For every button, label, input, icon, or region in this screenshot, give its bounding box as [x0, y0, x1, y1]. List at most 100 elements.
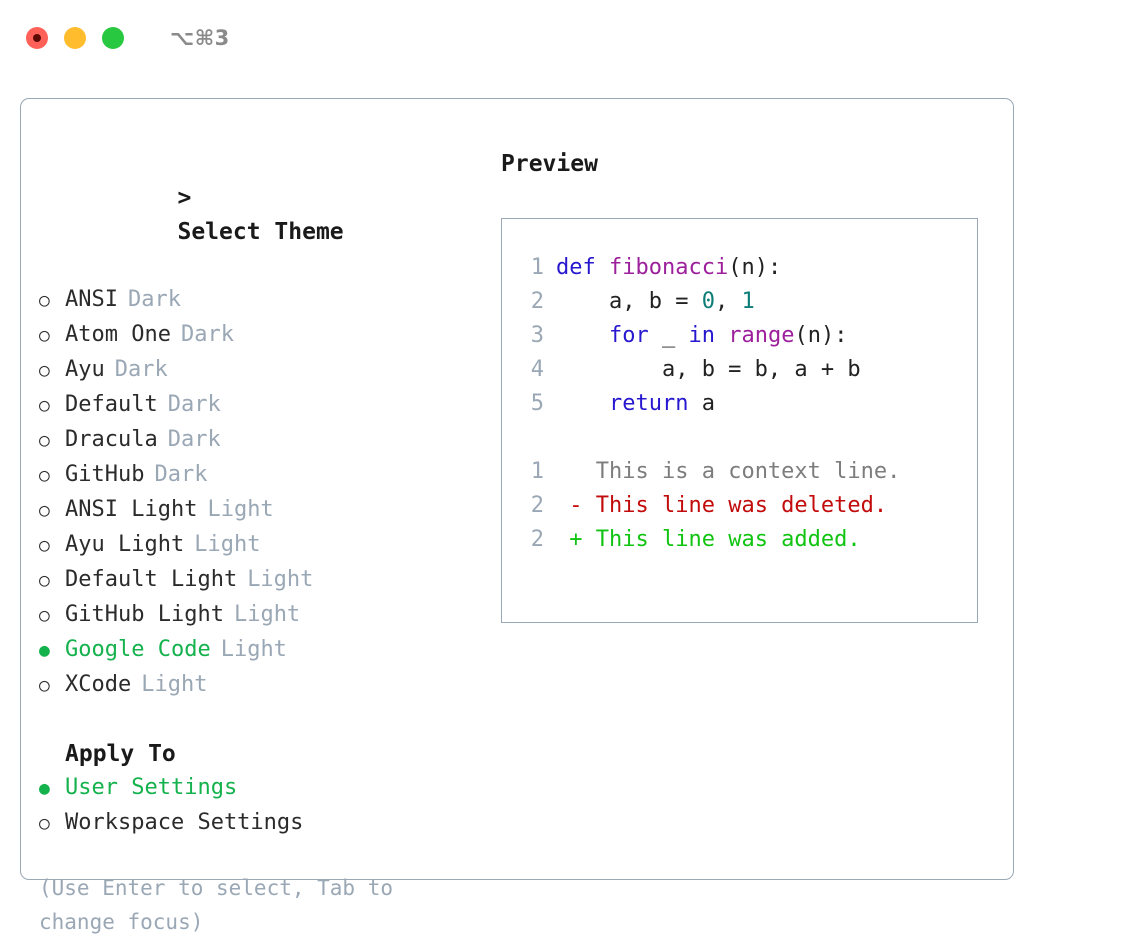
code-line-number: 2 — [530, 289, 544, 314]
diff-line-number: 2 — [530, 527, 544, 552]
title-bar: ⌥⌘3 — [0, 0, 1140, 76]
code-line: 3 for _ in range(n): — [514, 319, 977, 353]
code-token-num: 0 — [701, 289, 715, 314]
code-token-kw: for — [608, 323, 649, 348]
code-token-kw: def — [556, 255, 609, 280]
code-line-content: a, b = 0, 1 — [556, 285, 755, 319]
code-line: 5 return a — [514, 387, 977, 421]
code-line-content: a, b = b, a + b — [556, 353, 861, 387]
theme-option-label: Dracula — [65, 427, 158, 452]
theme-option-category: Light — [220, 637, 287, 662]
theme-option-category: Light — [141, 672, 208, 697]
theme-option-category: Dark — [127, 287, 181, 312]
diff-marker — [556, 455, 596, 489]
apply-option-workspace-settings[interactable]: ○ Workspace Settings — [39, 806, 499, 841]
diff-marker: - — [556, 493, 596, 518]
theme-option-default-light[interactable]: ○ Default Light Light — [39, 563, 499, 598]
code-line: 2 a, b = 0, 1 — [514, 285, 977, 319]
preview-heading: Preview — [501, 151, 598, 177]
theme-option-category: Dark — [154, 462, 208, 487]
code-line-number: 4 — [530, 357, 544, 382]
theme-option-category: Dark — [167, 392, 221, 417]
select-theme-title: Select Theme — [177, 219, 344, 245]
radio-unselected-icon: ○ — [39, 570, 50, 591]
code-token-pl: _ — [648, 323, 689, 348]
code-token-fn: fibonacci — [608, 255, 729, 280]
diff-line-del: 2 - This line was deleted. — [514, 489, 977, 523]
code-line-content: for _ in range(n): — [556, 319, 847, 353]
theme-option-ansi[interactable]: ○ ANSI Dark — [39, 283, 499, 318]
traffic-light-buttons — [26, 27, 124, 49]
theme-option-label: ANSI — [65, 287, 118, 312]
radio-unselected-icon: ○ — [39, 813, 50, 834]
apply-option-user-settings[interactable]: ●User Settings — [39, 771, 499, 806]
theme-option-label: Atom One — [65, 322, 171, 347]
apply-option-label: Workspace Settings — [65, 810, 304, 835]
theme-option-label: XCode — [65, 672, 132, 697]
theme-option-label: Ayu Light — [65, 532, 185, 557]
diff-line-text: This is a context line. — [595, 459, 901, 484]
code-line-number: 3 — [530, 323, 544, 348]
maximize-button[interactable] — [102, 27, 124, 49]
diff-line-number: 1 — [530, 459, 544, 484]
theme-option-category: Light — [194, 532, 261, 557]
theme-option-atom-one[interactable]: ○ Atom One Dark — [39, 318, 499, 353]
theme-option-default[interactable]: ○ Default Dark — [39, 388, 499, 423]
diff-sample: 1 This is a context line. 2 - This line w… — [514, 455, 977, 557]
theme-option-xcode[interactable]: ○ XCode Light — [39, 668, 499, 703]
caret-icon: > — [177, 185, 192, 211]
keyboard-hint-text: (Use Enter to select, Tab to change focu… — [39, 876, 394, 934]
radio-unselected-icon: ○ — [39, 360, 50, 381]
radio-unselected-icon: ○ — [39, 465, 50, 486]
apply-to-list: ●User Settings ○ Workspace Settings — [39, 771, 499, 841]
code-token-pl: (n): — [728, 255, 782, 280]
code-token-fn: range — [728, 323, 795, 348]
minimize-button[interactable] — [64, 27, 86, 49]
diff-line-text: This line was deleted. — [595, 493, 888, 518]
theme-option-github[interactable]: ○ GitHub Dark — [39, 458, 499, 493]
code-line: 1 def fibonacci(n): — [514, 251, 977, 285]
diff-line-number: 2 — [530, 493, 544, 518]
theme-option-category: Light — [247, 567, 314, 592]
theme-option-label: GitHub — [65, 462, 145, 487]
theme-option-ayu-light[interactable]: ○ Ayu Light Light — [39, 528, 499, 563]
code-token-kw: return — [608, 391, 689, 416]
code-line-number: 1 — [530, 255, 544, 280]
theme-option-category: Dark — [180, 322, 234, 347]
radio-unselected-icon: ○ — [39, 325, 50, 346]
theme-option-label: Default Light — [65, 567, 238, 592]
theme-option-label: Default — [65, 392, 158, 417]
code-line: 4 a, b = b, a + b — [514, 353, 977, 387]
radio-unselected-icon: ○ — [39, 395, 50, 416]
theme-option-label: Google Code — [65, 637, 211, 662]
radio-unselected-icon: ○ — [39, 675, 50, 696]
diff-line-text: This line was added. — [595, 527, 861, 552]
code-token-pl: a, b = b, a + b — [556, 357, 861, 382]
radio-unselected-icon: ○ — [39, 500, 50, 521]
radio-unselected-icon: ○ — [39, 535, 50, 556]
code-token-pl — [556, 391, 609, 416]
diff-line-add: 2 + This line was added. — [514, 523, 977, 557]
close-button[interactable] — [26, 27, 48, 49]
code-line-content: def fibonacci(n): — [556, 251, 781, 285]
diff-marker: + — [556, 527, 596, 552]
code-diff-gap — [514, 421, 977, 455]
theme-option-label: GitHub Light — [65, 602, 224, 627]
radio-unselected-icon: ○ — [39, 290, 50, 311]
code-token-pl: , — [714, 289, 742, 314]
list-spacer — [39, 703, 499, 737]
code-token-pl: a — [688, 391, 715, 416]
theme-option-label: Ayu — [65, 357, 105, 382]
code-token-pl — [556, 323, 609, 348]
